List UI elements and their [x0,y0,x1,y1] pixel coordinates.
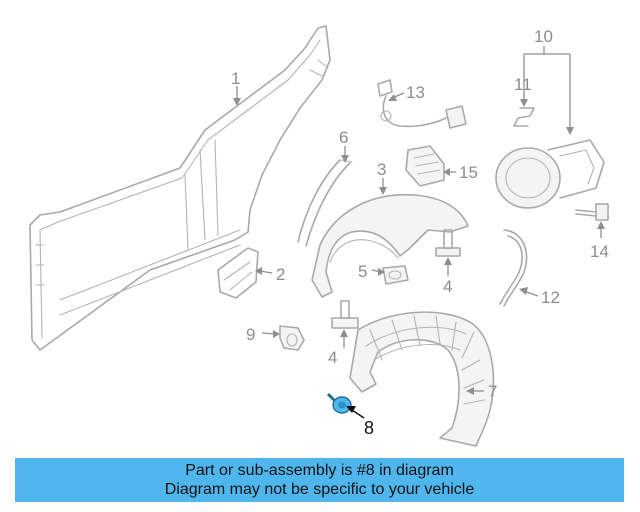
callout-8: 8 [364,418,374,438]
part-2-bracket[interactable] [217,247,259,299]
callout-10: 10 [534,27,553,46]
banner-line-2: Diagram may not be specific to your vehi… [164,481,475,498]
callout-14: 14 [590,242,609,261]
callout-11: 11 [514,75,532,94]
part-4-clip-upper[interactable] [435,229,461,257]
callout-4-lower: 4 [328,348,337,367]
callout-3: 3 [377,160,386,179]
callout-1: 1 [231,69,240,88]
leader-lines [233,46,605,419]
part-11-emblem[interactable] [513,107,535,127]
info-banner: Part or sub-assembly is #8 in diagram Di… [15,458,624,502]
part-4-clip-lower[interactable] [331,300,359,329]
banner-line-1: Part or sub-assembly is #8 in diagram [185,462,454,479]
callout-6: 6 [339,128,348,147]
callout-7: 7 [488,382,497,401]
part-1-body-side-panel[interactable] [29,25,331,351]
parts-diagram: 1 2 3 4 4 5 6 7 8 9 10 11 12 13 14 15 [29,25,609,447]
callout-9: 9 [246,325,255,344]
callout-labels: 1 2 3 4 4 5 6 7 8 9 10 11 12 13 14 15 [231,27,609,438]
callout-2: 2 [276,265,285,284]
part-13-harness[interactable] [377,79,467,129]
part-14-bolt[interactable] [575,203,609,221]
part-8-screw[interactable] [326,392,352,414]
callout-4-upper: 4 [443,277,452,296]
callout-13: 13 [406,83,425,102]
callout-5: 5 [358,262,367,281]
part-7-wheelhouse-liner[interactable] [349,311,495,447]
part-12-hose[interactable] [499,229,528,307]
part-3-fender[interactable] [311,193,469,298]
part-10-fuel-door[interactable] [495,139,605,209]
part-5-nut[interactable] [382,265,409,285]
callout-12: 12 [541,288,560,307]
callout-15: 15 [459,163,478,182]
part-9-grommet[interactable] [279,325,305,351]
part-15-connector[interactable] [405,145,445,187]
